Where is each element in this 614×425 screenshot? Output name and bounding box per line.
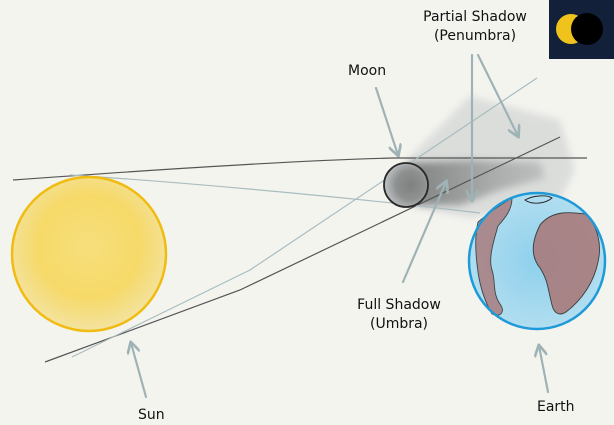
sun-arrow [131, 343, 148, 399]
sun [10, 175, 168, 333]
light-rays [12, 77, 587, 363]
moon [383, 162, 429, 208]
umbra-label: Full Shadow (Umbra) [340, 296, 458, 334]
penumbra-arrow-right [476, 53, 518, 136]
eclipse-icon [556, 13, 603, 45]
eclipse-badge [549, 0, 614, 59]
moon-label: Moon [348, 63, 387, 79]
umbra-label-line2: (Umbra) [369, 316, 429, 332]
penumbra-label-line1: Partial Shadow [423, 9, 527, 25]
sun-label: Sun [138, 407, 165, 423]
earth [467, 191, 607, 331]
earth-arrow [539, 346, 550, 394]
umbra-label-line1: Full Shadow [357, 297, 441, 313]
earth-label: Earth [537, 399, 575, 415]
penumbra-label-line2: (Penumbra) [433, 28, 517, 44]
umbra-arrow [401, 182, 446, 284]
penumbra-label: Partial Shadow (Penumbra) [410, 8, 540, 46]
pointer-arrows [131, 53, 550, 399]
moon-arrow [374, 86, 398, 155]
